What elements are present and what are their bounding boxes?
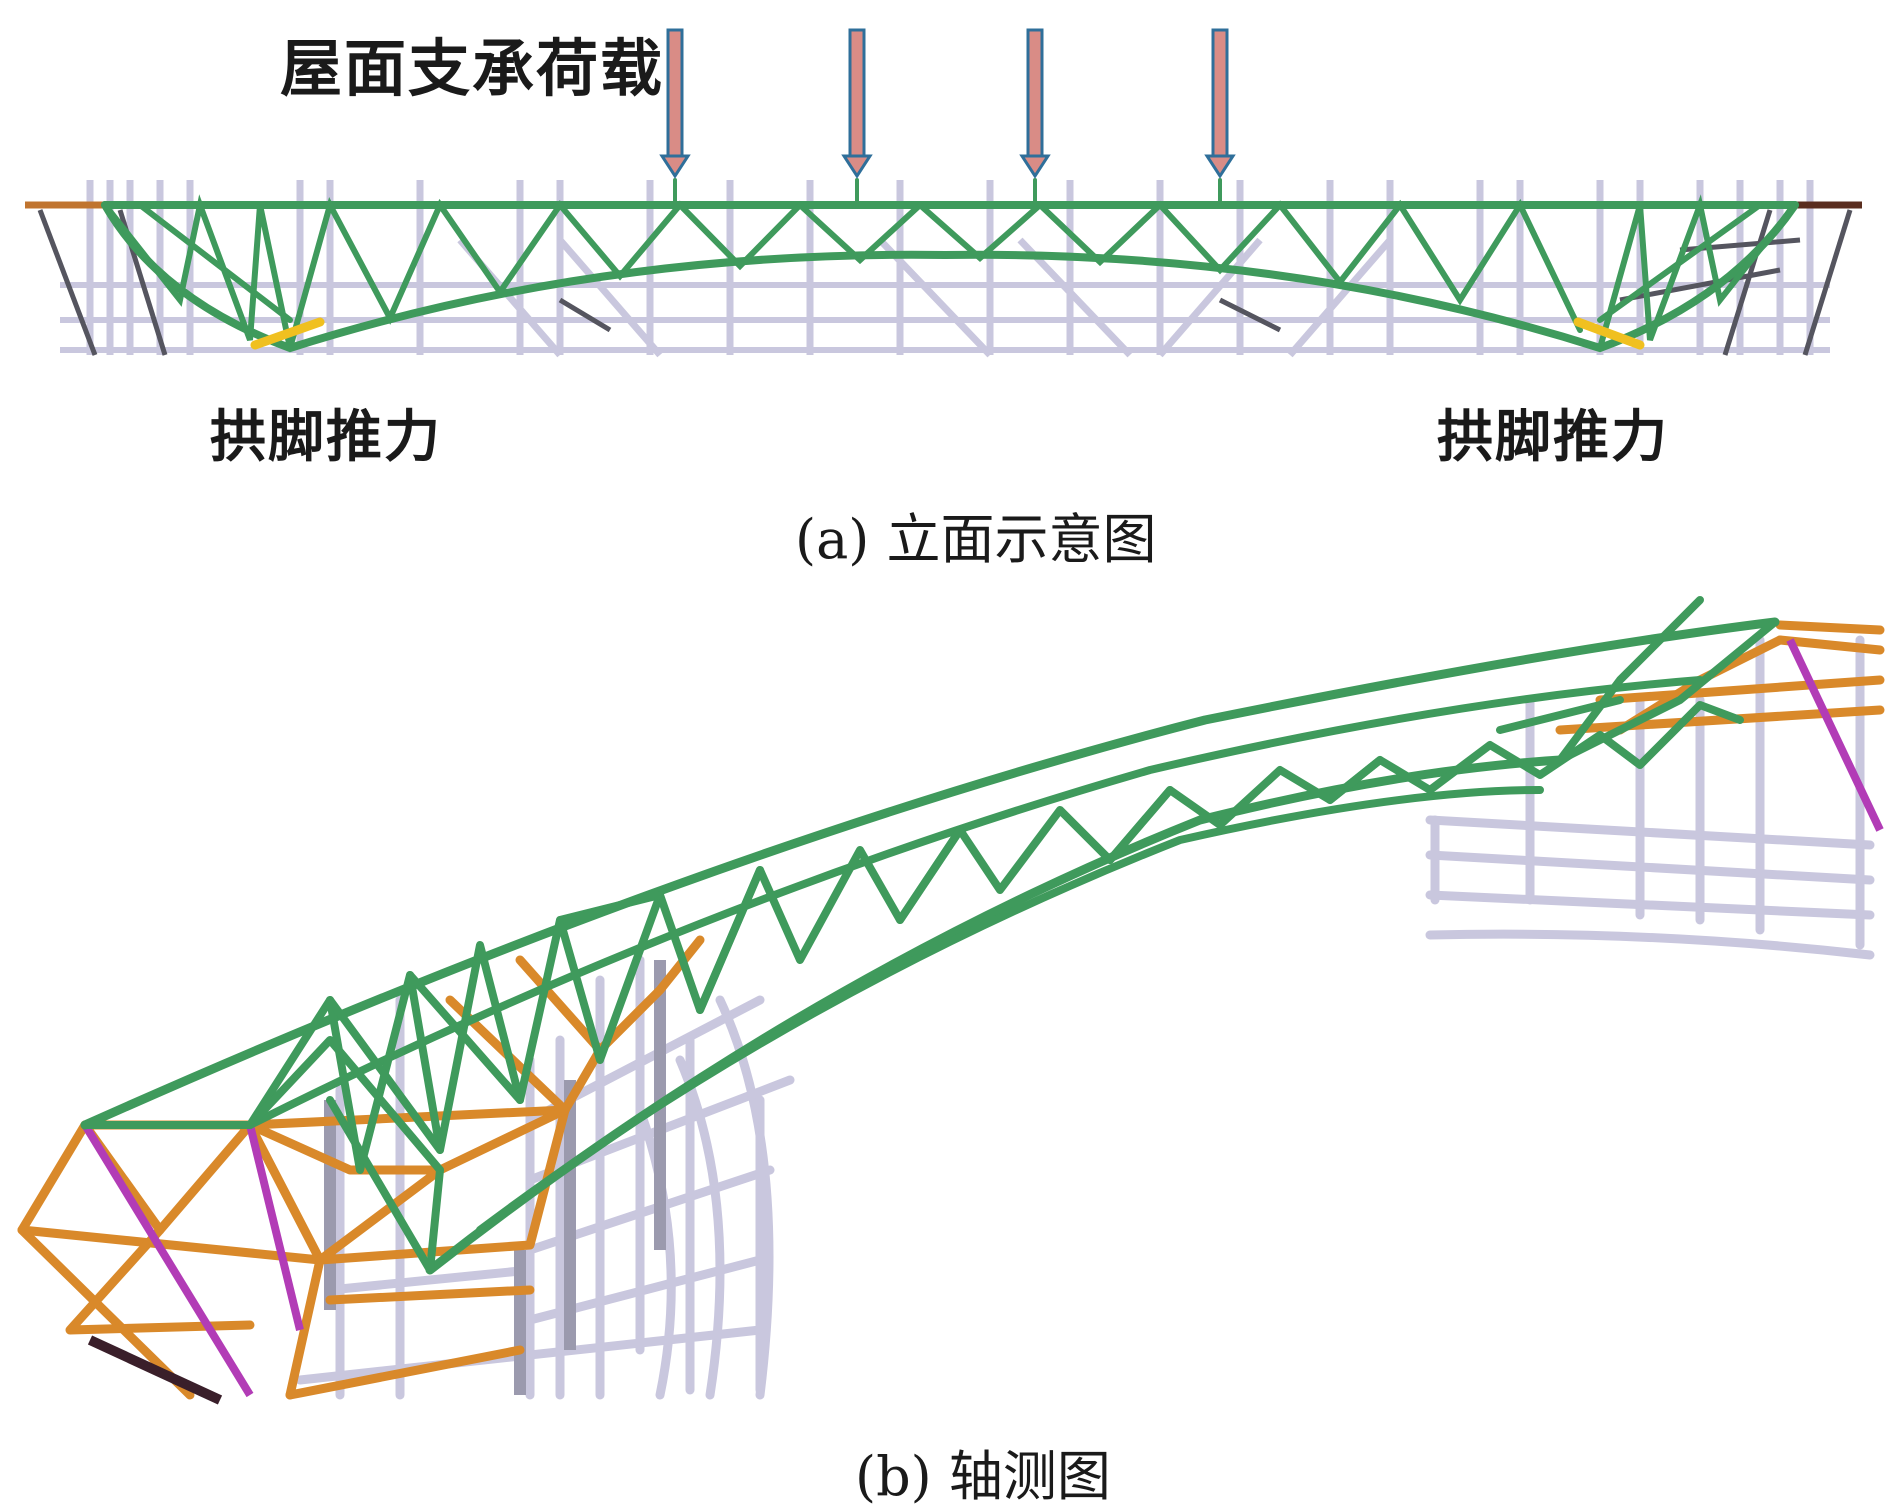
load-arrow-2-down-arrow-icon (841, 28, 873, 179)
roof-load-label: 屋面支承荷载 (280, 32, 665, 105)
caption-elevation: (a) 立面示意图 (795, 508, 1157, 571)
thrust-marker-right-diagonal-bar-icon (1573, 317, 1645, 350)
elevation-dark-members (37, 209, 1853, 356)
axo-right-support-frame (1425, 635, 1875, 960)
caption-axonometric: (b) 轴测图 (855, 1445, 1111, 1508)
load-arrows (659, 28, 1236, 179)
axo-magenta-members (81, 638, 1884, 1398)
load-arrow-1-down-arrow-icon (659, 28, 691, 179)
axo-dark-brace (87, 1335, 223, 1405)
thrust-marker-left-diagonal-bar-icon (250, 317, 325, 350)
load-arrow-3-down-arrow-icon (1019, 28, 1051, 179)
axo-arch-truss (80, 596, 1780, 1275)
arch-foot-thrust-label-right: 拱脚推力 (1437, 404, 1669, 470)
arch-foot-thrust-label-left: 拱脚推力 (210, 404, 442, 470)
load-arrow-4-down-arrow-icon (1204, 28, 1236, 179)
axonometric-view (17, 596, 1885, 1405)
elevation-view (25, 28, 1862, 358)
